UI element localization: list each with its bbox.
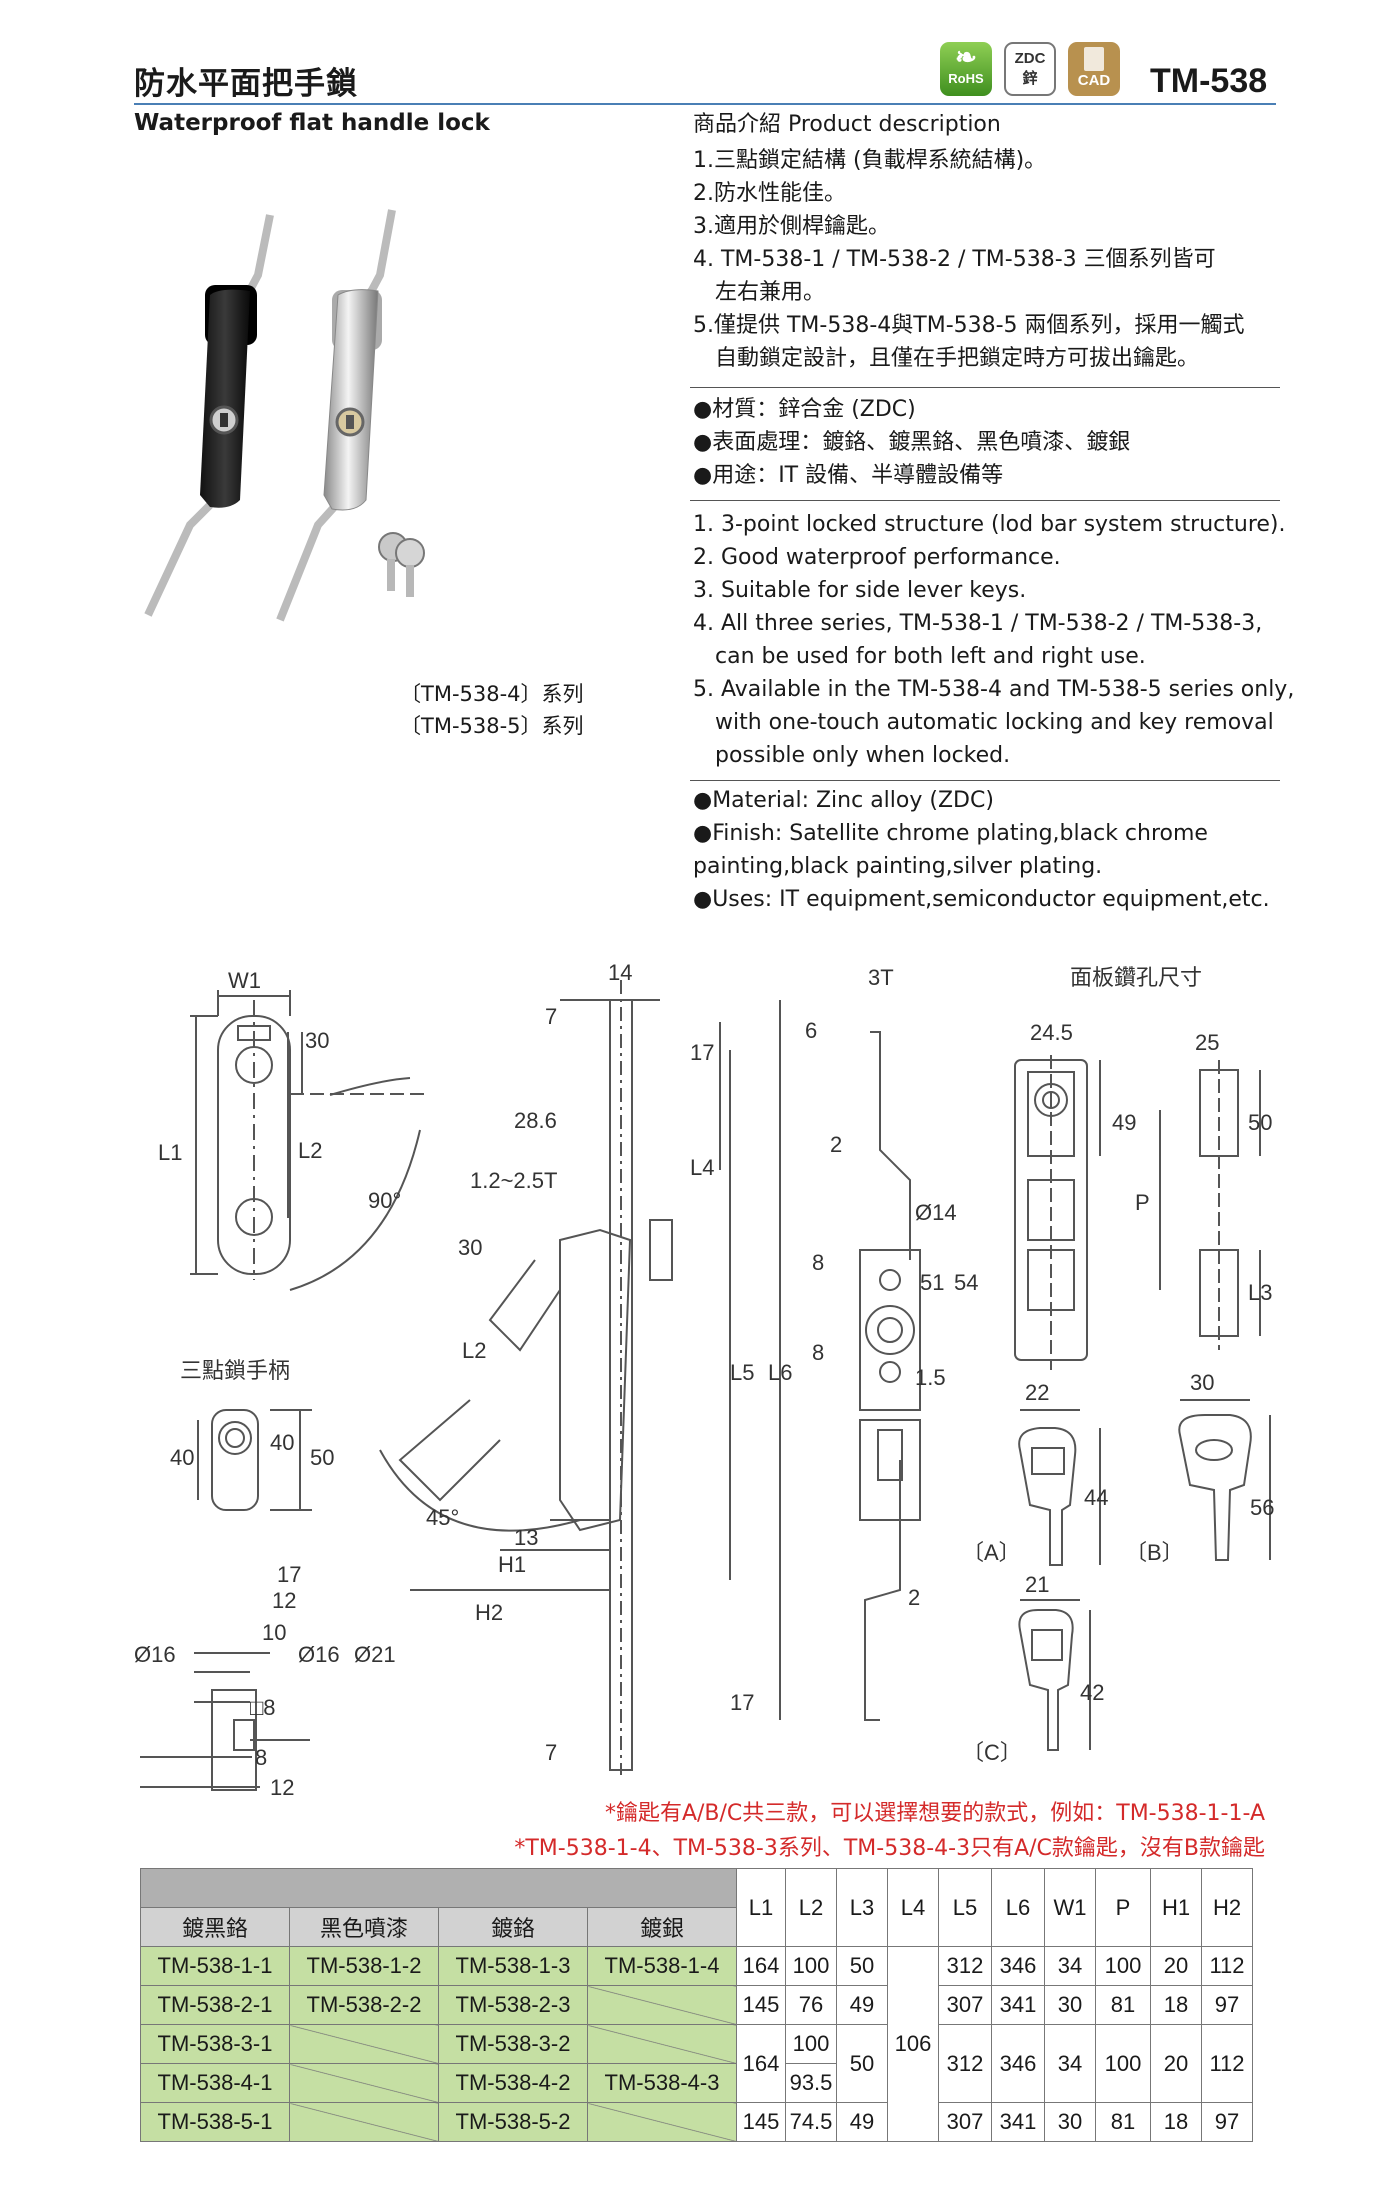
svg-text:H2: H2 xyxy=(475,1600,503,1625)
silver-handle xyxy=(276,209,396,622)
photo-caption: 〔TM-538-4〕系列 xyxy=(400,682,584,706)
svg-text:56: 56 xyxy=(1250,1495,1274,1520)
svg-text:49: 49 xyxy=(1112,1110,1136,1135)
svg-text:30: 30 xyxy=(305,1028,329,1053)
svg-text:45°: 45° xyxy=(426,1505,459,1530)
svg-text:25: 25 xyxy=(1195,1030,1219,1055)
svg-text:Ø21: Ø21 xyxy=(354,1642,396,1667)
key-a-icon xyxy=(1018,1427,1077,1566)
key-c-icon xyxy=(1018,1609,1074,1751)
svg-text:L3: L3 xyxy=(1248,1280,1272,1305)
svg-text:44: 44 xyxy=(1084,1485,1108,1510)
svg-text:2: 2 xyxy=(908,1585,920,1610)
svg-text:28.6: 28.6 xyxy=(514,1108,557,1133)
svg-text:H1: H1 xyxy=(498,1552,526,1577)
en-features: 1. 3-point locked structure (lod bar sys… xyxy=(693,512,1295,768)
svg-text:50: 50 xyxy=(310,1445,334,1470)
model-number: TM-538 xyxy=(1150,62,1268,100)
key-note: *TM-538-1-4、TM-538-3系列、TM-538-4-3只有A/C款鑰… xyxy=(514,1836,1265,1861)
cad-badge: CAD xyxy=(1068,42,1120,96)
table-row: TM-538-3-1 TM-538-3-2 164 100 50 312 346… xyxy=(140,2024,1253,2103)
svg-text:17: 17 xyxy=(730,1690,754,1715)
svg-text:50: 50 xyxy=(1248,1110,1272,1135)
svg-text:L2: L2 xyxy=(462,1338,486,1363)
table-row: TM-538-5-1 TM-538-5-2 145 74.5 49 307 34… xyxy=(140,2102,1253,2142)
en-specs: ●Material: Zinc alloy (ZDC) ●Finish: Sat… xyxy=(693,788,1270,912)
svg-text:14: 14 xyxy=(608,960,632,985)
svg-text:30: 30 xyxy=(458,1235,482,1260)
divider xyxy=(690,500,1280,501)
svg-text:22: 22 xyxy=(1025,1380,1049,1405)
description-heading: 商品介紹 Product description xyxy=(693,112,1001,137)
svg-text:Ø14: Ø14 xyxy=(915,1200,957,1225)
svg-text:8: 8 xyxy=(255,1745,267,1770)
key-icon xyxy=(378,532,425,597)
svg-text:42: 42 xyxy=(1080,1680,1104,1705)
svg-text:40: 40 xyxy=(170,1445,194,1470)
svg-text:L4: L4 xyxy=(690,1155,714,1180)
table-row: TM-538-2-1 TM-538-2-2 TM-538-2-3 145 76 … xyxy=(140,1985,1253,2025)
svg-text:〔A〕: 〔A〕 xyxy=(962,1540,1021,1565)
svg-text:3T: 3T xyxy=(868,965,894,990)
cn-specs: ●材質：鋅合金 (ZDC) ●表面處理：鍍鉻、鍍黑鉻、黑色噴漆、鍍銀 ●用途：I… xyxy=(693,397,1131,488)
svg-text:Ø16: Ø16 xyxy=(298,1642,340,1667)
file-icon xyxy=(1084,47,1104,71)
spec-table: L1 L2 L3 L4 L5 L6 W1 P H1 H2 鍍黑鉻 黑色噴漆 鍍鉻… xyxy=(140,1868,1253,2142)
svg-text:L6: L6 xyxy=(768,1360,792,1385)
technical-drawing: W1 L1 L2 30 90° 三點鎖手柄 40 40 50 17 12 10 … xyxy=(134,960,1274,1800)
svg-text:21: 21 xyxy=(1025,1572,1049,1597)
svg-text:〔B〕: 〔B〕 xyxy=(1125,1540,1184,1565)
svg-text:1.5: 1.5 xyxy=(915,1365,946,1390)
svg-text:〔C〕: 〔C〕 xyxy=(962,1740,1022,1765)
svg-text:30: 30 xyxy=(1190,1370,1214,1395)
svg-text:17: 17 xyxy=(277,1562,301,1587)
svg-text:12: 12 xyxy=(272,1588,296,1613)
zdc-badge: ZDC 鋅 xyxy=(1004,42,1056,96)
product-photo xyxy=(144,209,425,622)
leaf-icon: ❧ xyxy=(955,42,977,72)
svg-text:24.5: 24.5 xyxy=(1030,1020,1073,1045)
svg-text:W1: W1 xyxy=(228,968,261,993)
svg-text:三點鎖手柄: 三點鎖手柄 xyxy=(180,1358,290,1383)
svg-text:17: 17 xyxy=(690,1040,714,1065)
svg-text:8: 8 xyxy=(812,1250,824,1275)
svg-text:L5: L5 xyxy=(730,1360,754,1385)
svg-text:6: 6 xyxy=(805,1018,817,1043)
svg-text:90°: 90° xyxy=(368,1188,401,1213)
svg-text:2: 2 xyxy=(830,1132,842,1157)
svg-text:L1: L1 xyxy=(158,1140,182,1165)
divider xyxy=(690,780,1280,781)
svg-text:13: 13 xyxy=(514,1525,538,1550)
svg-text:面板鑽孔尺寸: 面板鑽孔尺寸 xyxy=(1070,965,1202,990)
page-subtitle: Waterproof flat handle lock xyxy=(134,110,490,136)
svg-text:□8: □8 xyxy=(250,1695,276,1720)
svg-text:P: P xyxy=(1135,1190,1150,1215)
photo-caption: 〔TM-538-5〕系列 xyxy=(400,714,584,738)
key-note: *鑰匙有A/B/C共三款，可以選擇想要的款式，例如：TM-538-1-1-A xyxy=(604,1801,1265,1826)
title-rule xyxy=(134,103,1276,105)
key-b-icon xyxy=(1178,1414,1252,1561)
cn-features: 1.三點鎖定結構 (負載桿系統結構)。 2.防水性能佳。 3.適用於側桿鑰匙。 … xyxy=(693,148,1245,371)
rohs-badge: ❧ RoHS xyxy=(940,42,992,96)
svg-text:10: 10 xyxy=(262,1620,286,1645)
page-title: 防水平面把手鎖 xyxy=(134,66,358,102)
table-row: TM-538-4-1 TM-538-4-2 TM-538-4-3 93.5 xyxy=(140,2063,1253,2103)
svg-text:12: 12 xyxy=(270,1775,294,1800)
svg-text:7: 7 xyxy=(545,1004,557,1029)
table-row: TM-538-1-1 TM-538-1-2 TM-538-1-3 TM-538-… xyxy=(140,1946,1253,2142)
svg-text:Ø16: Ø16 xyxy=(134,1642,176,1667)
svg-text:7: 7 xyxy=(545,1740,557,1765)
black-handle xyxy=(144,214,274,617)
svg-text:40: 40 xyxy=(270,1430,294,1455)
svg-text:L2: L2 xyxy=(298,1138,322,1163)
svg-text:54: 54 xyxy=(954,1270,978,1295)
svg-text:51: 51 xyxy=(920,1270,944,1295)
divider xyxy=(690,387,1280,388)
svg-text:1.2~2.5T: 1.2~2.5T xyxy=(470,1168,557,1193)
svg-text:8: 8 xyxy=(812,1340,824,1365)
